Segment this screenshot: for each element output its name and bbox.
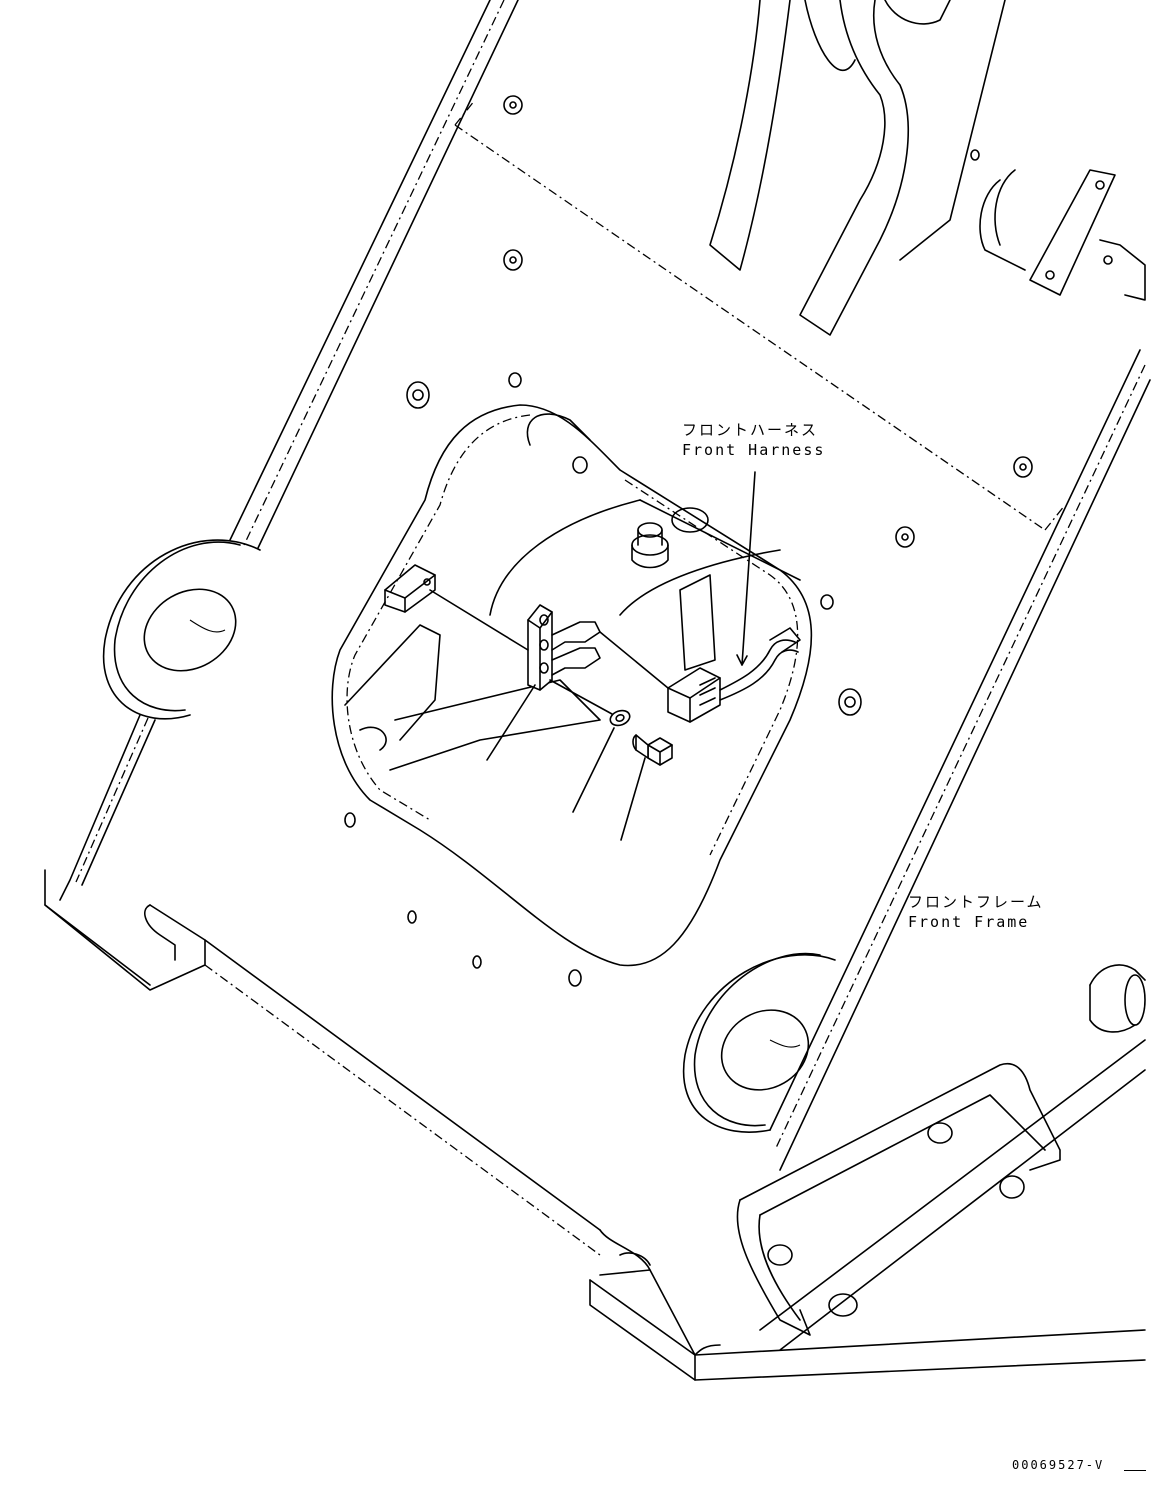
front-harness-label-jp: フロントハーネス — [682, 421, 819, 439]
front-frame-label-en: Front Frame — [908, 913, 1030, 931]
frame-bolt-holes — [344, 95, 1033, 987]
central-opening — [331, 404, 813, 967]
upper-lever-arms — [709, 0, 951, 336]
right-pivot-boss — [682, 952, 836, 1133]
front-frame-label-jp: フロントフレーム — [908, 893, 1044, 911]
washer — [609, 709, 631, 727]
front-harness-label-en: Front Harness — [682, 441, 826, 459]
top-bushing — [631, 507, 709, 569]
harness-mount-pad — [384, 564, 436, 613]
clamp-bracket — [527, 604, 601, 691]
lower-rear-frame — [589, 964, 1146, 1381]
right-side-brackets — [979, 169, 1146, 301]
callout-leaders — [486, 471, 756, 841]
bolt — [632, 734, 673, 766]
drawing-number-underline — [1124, 1470, 1146, 1471]
frame-plane-edges — [454, 99, 1066, 531]
drawing-number: 00069527-V — [1012, 1458, 1105, 1472]
assembly-lines — [429, 589, 669, 715]
front-frame-outline — [44, 0, 1151, 1271]
left-pivot-boss — [102, 539, 261, 720]
harness-connector — [667, 627, 801, 723]
